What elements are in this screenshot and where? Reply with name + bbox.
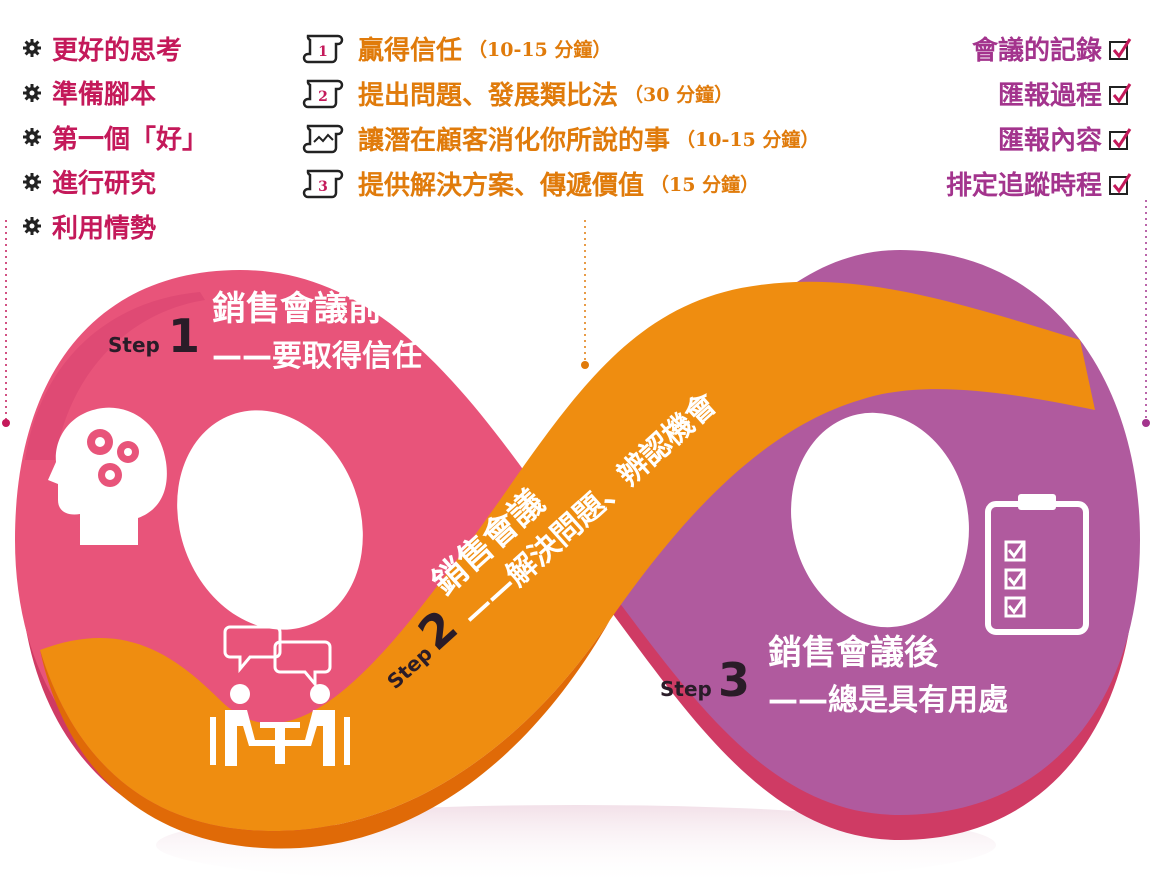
- gear-icon: [23, 128, 41, 147]
- list-item-duration: （10-15 分鐘）: [676, 129, 820, 151]
- scroll-1-icon: 1: [302, 34, 344, 63]
- list-item-label: 準備腳本: [52, 80, 157, 111]
- head-gears-icon: [48, 407, 167, 545]
- list-item: 2 提出問題、發展類比法（30 分鐘）: [302, 71, 819, 116]
- list-item: 匯報內容: [946, 116, 1132, 161]
- checkbox-checked-icon: [1109, 82, 1132, 105]
- list-item: 利用情勢: [22, 204, 208, 249]
- step3-subtitle: ——總是具有用處: [768, 683, 1008, 718]
- list-item: 準備腳本: [22, 71, 208, 116]
- scroll-2-icon: 2: [302, 79, 344, 108]
- list-item-label: 贏得信任: [358, 36, 463, 66]
- list-item: 1 贏得信任（10-15 分鐘）: [302, 26, 819, 71]
- step1-subtitle: ——要取得信任: [212, 339, 422, 374]
- step3-number: 3: [718, 653, 750, 707]
- list-item: 會議的記錄: [946, 26, 1132, 71]
- gear-icon: [23, 39, 41, 58]
- list-item-label: 排定追蹤時程: [945, 171, 1102, 201]
- list-item: 進行研究: [22, 160, 208, 205]
- list-item-duration: （30 分鐘）: [624, 84, 734, 106]
- checkbox-checked-icon: [1109, 37, 1132, 60]
- connector-dot-mid: [581, 361, 589, 369]
- list-item-label: 提出問題、發展類比法: [358, 81, 619, 111]
- clipboard-check-icon: [985, 494, 1089, 635]
- svg-text:3: 3: [318, 179, 328, 195]
- scroll-3-icon: 3: [302, 169, 344, 198]
- gear-icon: [23, 217, 41, 236]
- list-item-label: 第一個「好」: [52, 124, 209, 155]
- list-item: 匯報過程: [946, 71, 1132, 116]
- step1-label: Step: [108, 333, 160, 357]
- step3-label: Step: [660, 677, 712, 701]
- list-item: 更好的思考: [22, 26, 208, 71]
- list-item: 排定追蹤時程: [946, 161, 1132, 206]
- list-item-label: 匯報內容: [997, 126, 1102, 156]
- before-meeting-list: 更好的思考 準備腳本 第一個「好」 進行研究 利用情勢: [22, 26, 208, 249]
- list-item-label: 提供解決方案、傳遞價值: [358, 171, 645, 201]
- connector-dot-right: [1142, 419, 1150, 427]
- list-item-label: 匯報過程: [997, 81, 1102, 111]
- step1-title: 銷售會議前: [212, 289, 382, 329]
- checkbox-checked-icon: [1109, 172, 1132, 195]
- list-item: 讓潛在顧客消化你所說的事（10-15 分鐘）: [302, 116, 819, 161]
- step3-title: 銷售會議後: [768, 633, 939, 673]
- connector-dot-left: [2, 419, 10, 427]
- scroll-blank-icon: [302, 124, 344, 153]
- gear-icon: [23, 83, 41, 102]
- during-meeting-list: 1 贏得信任（10-15 分鐘） 2 提出問題、發展類比法（30 分鐘） 讓潛在…: [302, 26, 819, 206]
- after-meeting-list: 會議的記錄 匯報過程 匯報內容 排定追蹤時程: [946, 26, 1132, 206]
- gear-icon: [23, 172, 41, 191]
- step1-number: 1: [168, 309, 200, 363]
- list-item-label: 進行研究: [52, 169, 157, 200]
- list-item-label: 讓潛在顧客消化你所說的事: [358, 126, 671, 156]
- checkbox-checked-icon: [1109, 127, 1132, 150]
- list-item-duration: （15 分鐘）: [650, 174, 760, 196]
- list-item-label: 更好的思考: [52, 35, 183, 66]
- meeting-icon: [210, 625, 350, 766]
- infinity-loop: [15, 250, 1140, 849]
- list-item: 第一個「好」: [22, 115, 208, 160]
- svg-text:2: 2: [318, 89, 328, 105]
- list-item-label: 會議的記錄: [971, 36, 1102, 66]
- connector-lines: [5, 200, 1147, 420]
- list-item-duration: （10-15 分鐘）: [468, 39, 612, 61]
- svg-text:1: 1: [318, 44, 328, 60]
- list-item-label: 利用情勢: [52, 213, 157, 244]
- list-item: 3 提供解決方案、傳遞價值（15 分鐘）: [302, 161, 819, 206]
